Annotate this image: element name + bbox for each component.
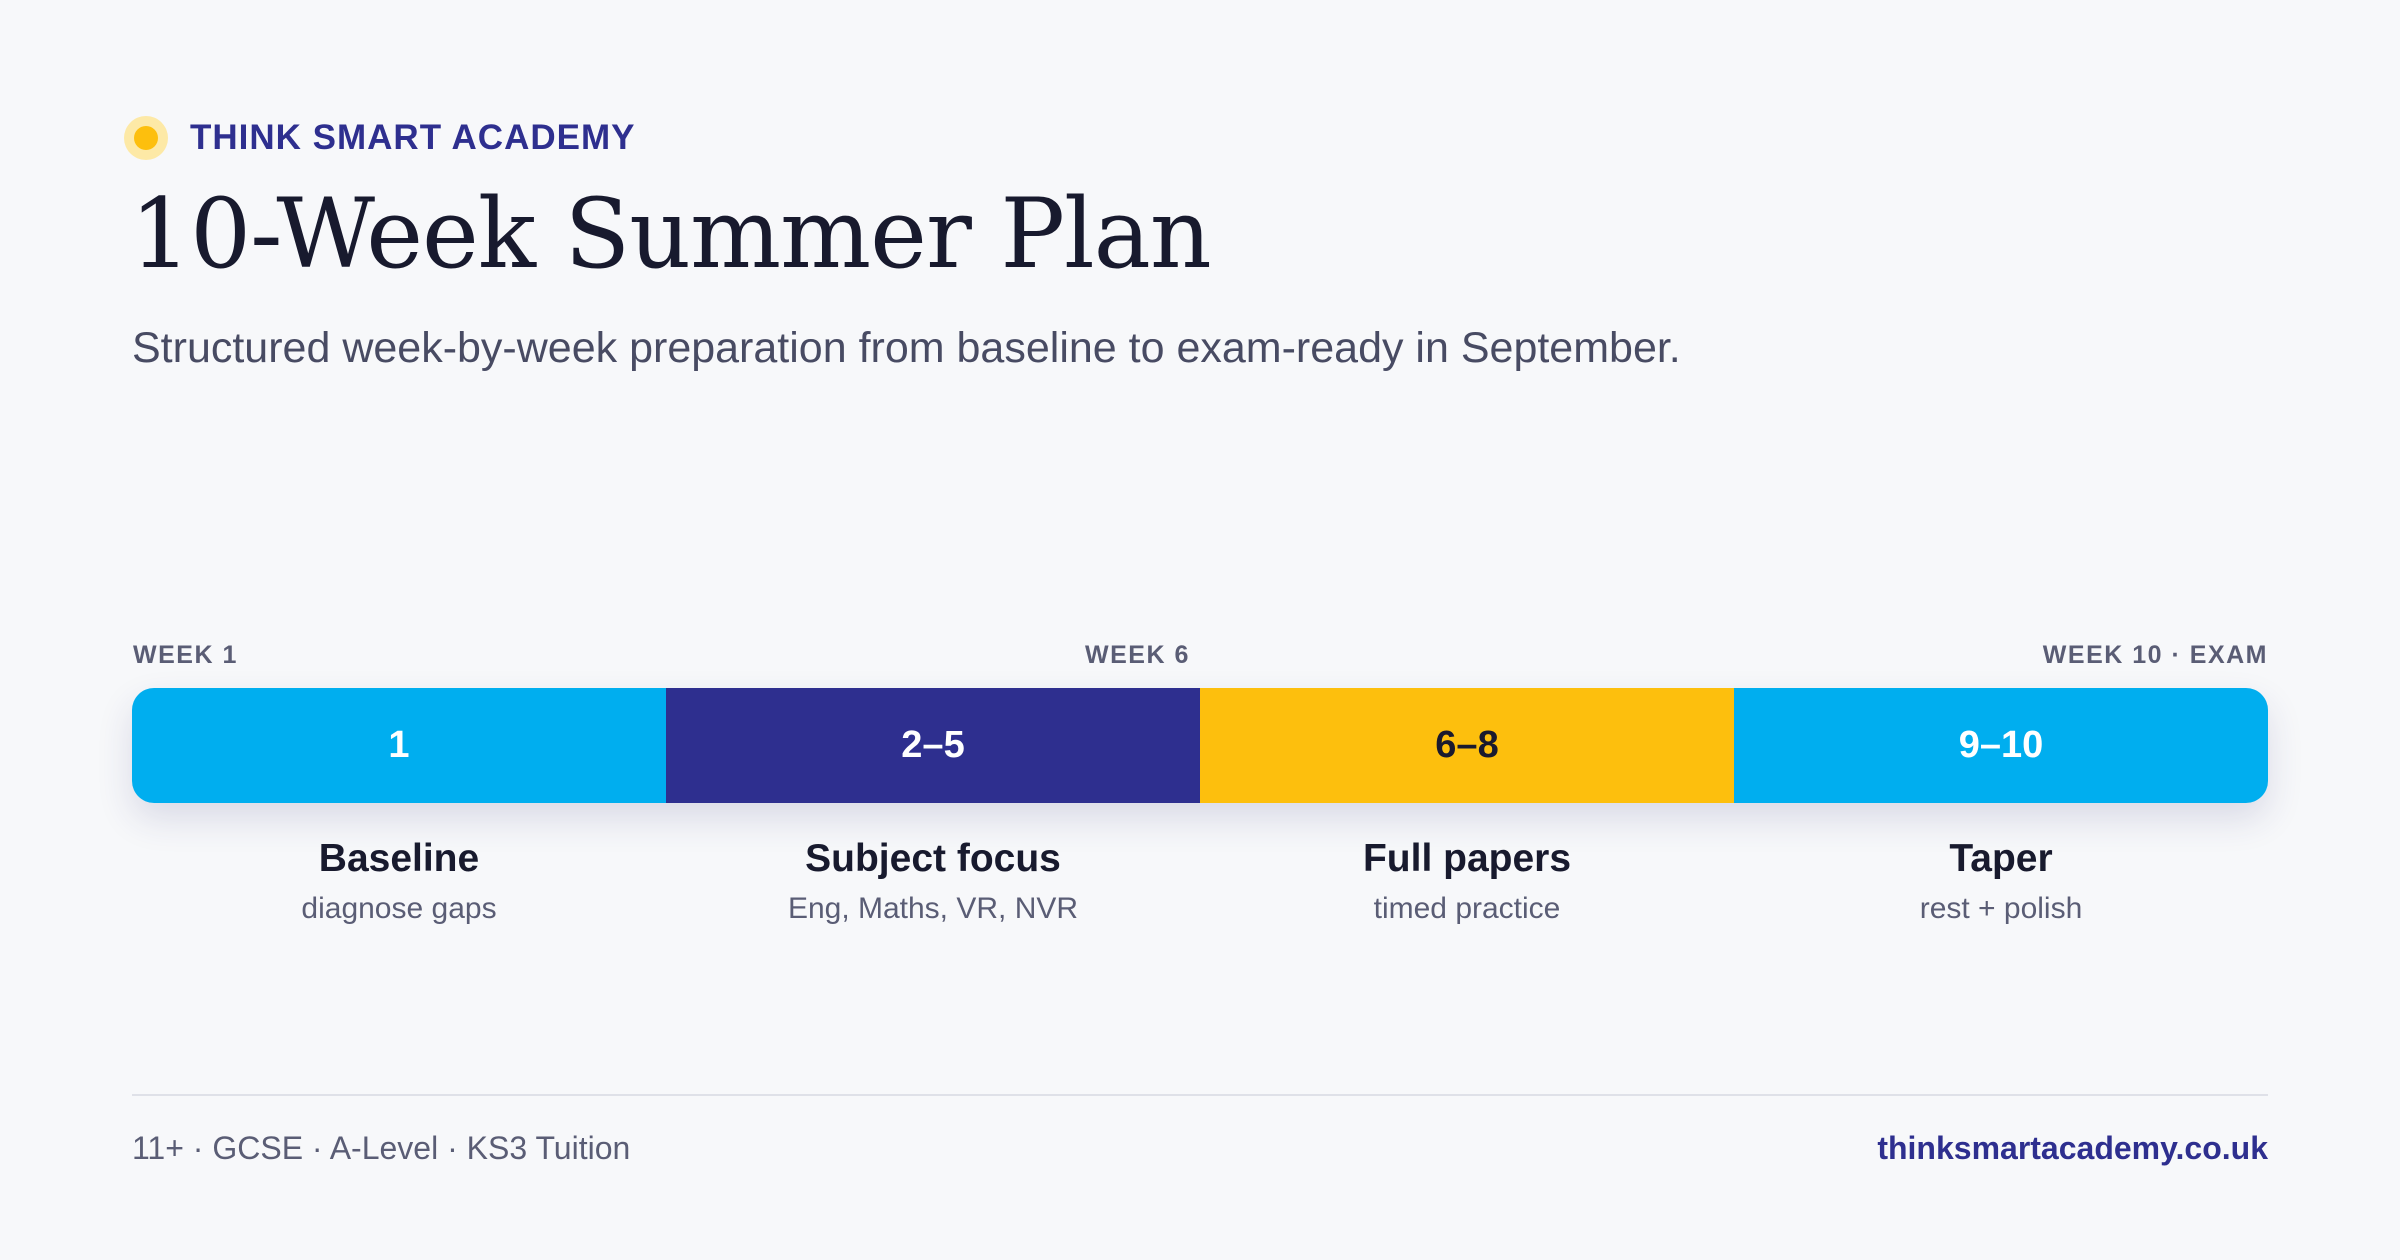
timeline-segment-subject-focus: 2–5 bbox=[666, 688, 1200, 803]
footer-website-link[interactable]: thinksmartacademy.co.uk bbox=[1877, 1130, 2268, 1166]
timeline-segment-taper: 9–10 bbox=[1734, 688, 2268, 803]
phase-name: Taper bbox=[1949, 837, 2053, 880]
timeline-end-label: WEEK 10 · EXAM bbox=[2042, 641, 2268, 669]
brand-name: THINK SMART ACADEMY bbox=[190, 118, 636, 157]
phase-taper: Taper rest + polish bbox=[1734, 836, 2268, 927]
phase-description: Eng, Maths, VR, NVR bbox=[787, 891, 1079, 925]
phase-full-papers: Full papers timed practice bbox=[1200, 836, 1734, 927]
footer-divider bbox=[132, 1094, 2268, 1096]
timeline-start-label: WEEK 1 bbox=[133, 641, 238, 669]
timeline-middle-label: WEEK 6 bbox=[1085, 641, 1190, 669]
page-subtitle: Structured week-by-week preparation from… bbox=[132, 324, 1681, 372]
phase-list: Baseline diagnose gaps Subject focus Eng… bbox=[132, 836, 2268, 927]
brand-header: THINK SMART ACADEMY bbox=[124, 114, 635, 162]
footer-services: 11+ · GCSE · A-Level · KS3 Tuition bbox=[132, 1130, 631, 1166]
phase-name: Baseline bbox=[318, 837, 480, 880]
phase-baseline: Baseline diagnose gaps bbox=[132, 836, 666, 927]
phase-description: diagnose gaps bbox=[301, 891, 497, 925]
phase-name: Subject focus bbox=[805, 837, 1061, 880]
sun-icon-core bbox=[134, 126, 158, 150]
timeline-segment-baseline: 1 bbox=[132, 688, 666, 803]
phase-subject-focus: Subject focus Eng, Maths, VR, NVR bbox=[666, 836, 1200, 927]
sun-icon bbox=[124, 116, 168, 160]
phase-description: rest + polish bbox=[1919, 891, 2083, 925]
page-title: 10-Week Summer Plan bbox=[130, 178, 1212, 290]
timeline-bar: 1 2–5 6–8 9–10 bbox=[132, 688, 2268, 803]
phase-name: Full papers bbox=[1362, 837, 1572, 880]
timeline-segment-full-papers: 6–8 bbox=[1200, 688, 1734, 803]
phase-description: timed practice bbox=[1373, 891, 1561, 925]
